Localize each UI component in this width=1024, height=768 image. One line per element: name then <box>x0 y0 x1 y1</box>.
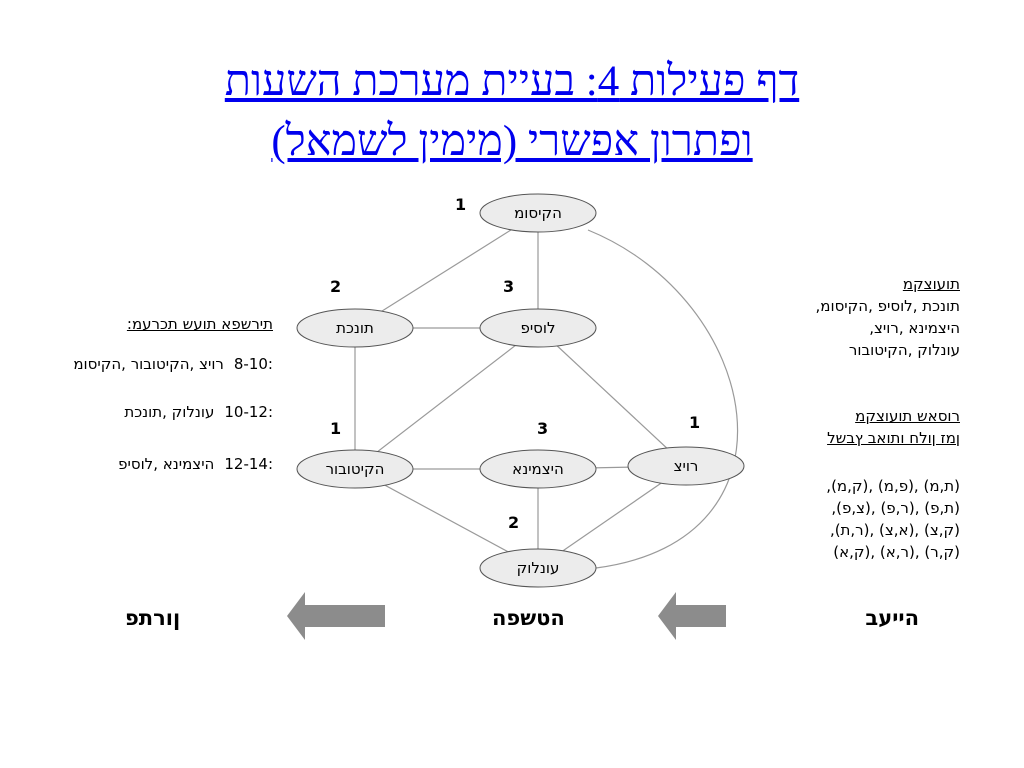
graph-node: הקיסומ 1 <box>455 193 597 233</box>
legend-subjects: עונלוק ,תונכת <box>124 403 215 421</box>
vertices-heading: תועוצקמ <box>902 275 960 293</box>
graph-node: לוסיפ 3 <box>479 277 597 348</box>
graph-node-color-number: 3 <box>503 277 514 296</box>
graph-node-ellipse <box>296 308 414 348</box>
conflicts-subheading: ןמז ןולח ותואב ץבשל <box>827 429 960 447</box>
conflict-pairs-list: (ת,מ) ,(פ,מ) ,(ק,מ), (ת,פ) ,(ר,פ) ,(צ,פ)… <box>826 475 960 563</box>
graph-node-label: רויצ <box>674 457 699 475</box>
legend-subjects: היצמינא ,לוסיפ <box>118 455 215 473</box>
graph-node-ellipse <box>479 193 597 233</box>
graph-node-label: עונלוק <box>517 559 560 577</box>
graph-node-label: לוסיפ <box>520 319 555 337</box>
graph-node-color-number: 2 <box>508 513 519 532</box>
graph-node: עונלוק 2 <box>479 513 597 588</box>
flow-label-abstraction: הטשפה <box>492 606 565 630</box>
vertices-line: עונלוק ,הקיטובור <box>848 341 960 359</box>
arrow-problem-to-abstraction <box>658 592 726 640</box>
flow-label-solution: ןורתפ <box>125 606 181 630</box>
conflicts-heading-block: רוסאש תועוצקמ ןמז ןולח ותואב ץבשל <box>827 405 960 449</box>
graph-edge <box>537 327 687 467</box>
graph-node-ellipse <box>627 446 745 486</box>
graph-node-label: הקיטובור <box>326 460 385 478</box>
graph-node-color-number: 1 <box>330 419 341 438</box>
vertices-line: היצמינא ,רויצ, <box>869 319 960 337</box>
legend-subjects: רויצ ,הקיטובור ,הקיסומ <box>73 355 224 373</box>
graph-node-color-number: 2 <box>330 277 341 296</box>
vertices-list: תועוצקמ תונכת ,לוסיפ ,הקיסומ, היצמינא ,ר… <box>816 273 960 361</box>
graph-edge <box>354 212 539 329</box>
vertices-line: תונכת ,לוסיפ ,הקיסומ, <box>815 297 960 315</box>
conflict-pairs-line: (ק,צ) ,(א,צ) ,(ר,ת), <box>829 521 960 539</box>
graph-node-color-number: 1 <box>455 195 466 214</box>
legend-time: 10-12: <box>224 403 273 421</box>
graph-node-label: תונכת <box>336 319 374 337</box>
legend-row: רויצ ,הקיטובור ,הקיסומ 8-10: <box>73 355 273 373</box>
flow-label-problem: הייעב <box>865 606 919 630</box>
page-title-line-2: ופתרון אפשרי (מימין לשמאל) <box>271 118 753 165</box>
graph-node: היצמינא 3 <box>479 419 597 489</box>
graph-edge <box>587 229 739 569</box>
graph-node-color-number: 3 <box>537 419 548 438</box>
graph-node-ellipse <box>479 548 597 588</box>
conflict-pairs-line: (ת,מ) ,(פ,מ) ,(ק,מ), <box>826 477 960 495</box>
graph-node-ellipse <box>479 308 597 348</box>
graph-node: הקיטובור 1 <box>296 419 414 489</box>
legend-row: היצמינא ,לוסיפ 12-14: <box>118 455 273 473</box>
graph-node: תונכת 2 <box>296 277 414 348</box>
graph-node-ellipse <box>479 449 597 489</box>
legend-heading: תירשפא תועש תכרעמ: <box>126 315 273 333</box>
conflicts-heading: רוסאש תועוצקמ <box>855 407 960 425</box>
conflict-pairs-line: (ק,ר) ,(ר,א) ,(ק,א) <box>833 543 960 561</box>
legend-time: 8-10: <box>233 355 273 373</box>
graph-node-color-number: 1 <box>689 413 700 432</box>
graph-node: רויצ 1 <box>627 413 745 486</box>
arrow-abstraction-to-solution <box>287 592 385 640</box>
page-title-line-1: דף פעילות 4: בעיית מערכת השעות <box>224 58 800 105</box>
legend-row: עונלוק ,תונכת 10-12: <box>124 403 273 421</box>
graph-node-ellipse <box>296 449 414 489</box>
conflict-pairs-line: (ת,פ) ,(ר,פ) ,(צ,פ), <box>831 499 960 517</box>
graph-node-label: היצמינא <box>512 460 564 478</box>
legend-time: 12-14: <box>224 455 273 473</box>
graph-edge <box>354 327 539 470</box>
graph-node-label: הקיסומ <box>514 204 562 222</box>
